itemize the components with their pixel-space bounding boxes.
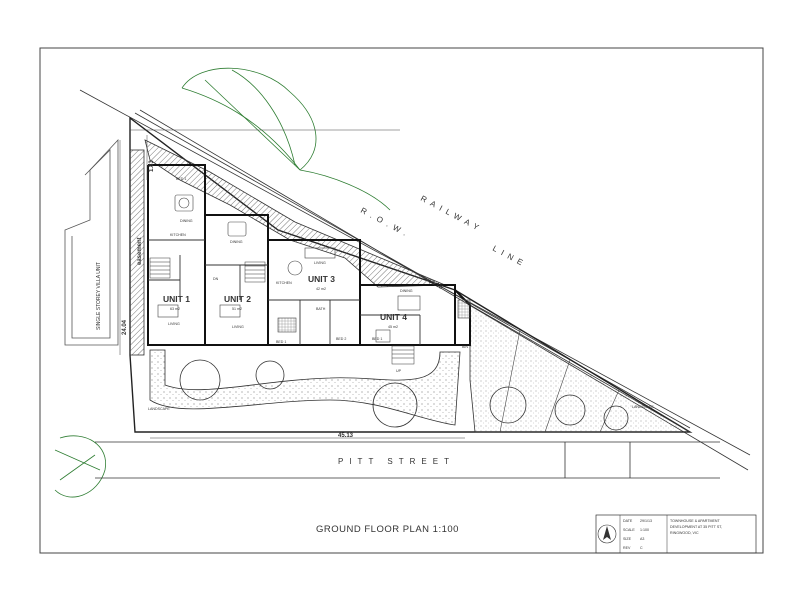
garden-divisions xyxy=(499,329,621,433)
tb-scale-val: 1:100 xyxy=(640,528,649,532)
u3-living: LIVING xyxy=(314,261,326,265)
unit-4-area: 45 m2 xyxy=(388,325,398,329)
street-label: PITT STREET xyxy=(338,457,455,466)
stipple-garden xyxy=(469,304,692,433)
stairs xyxy=(149,257,415,365)
hatched-setback xyxy=(144,139,446,288)
u1-kitchen: KITCHEN xyxy=(170,233,186,237)
tb-scale-key: SCALE xyxy=(623,528,635,532)
dim-right-boundary: 51.18 xyxy=(427,278,444,291)
unit-3-area: 42 m2 xyxy=(316,287,326,291)
unit-2-area: 51 m2 xyxy=(232,307,242,311)
plan-title: GROUND FLOOR PLAN 1:100 xyxy=(316,524,459,535)
u3-bed2: BED 2 xyxy=(336,337,346,341)
unit-3-label: UNIT 3 xyxy=(308,274,335,284)
bin-label: BIN xyxy=(462,345,468,349)
u1-dining: DINING xyxy=(180,219,193,223)
landscape-label-left: LANDSCAPE xyxy=(148,407,170,411)
unit-1-label: UNIT 1 xyxy=(163,294,190,304)
railway-label: RAILWAY xyxy=(419,194,485,235)
north-arrow-icon xyxy=(597,524,617,544)
u3-bath: BATH xyxy=(316,307,326,311)
u4-bed1: BED 1 xyxy=(372,337,382,341)
tb-size-key: SIZE xyxy=(623,537,632,541)
tb-date-val: 29/1/13 xyxy=(640,519,652,523)
interior-walls xyxy=(148,239,421,345)
title-block: DATE 29/1/13 SCALE 1:100 SIZE A3 REV C T… xyxy=(595,514,757,554)
front-trees xyxy=(179,359,629,431)
tree-canopy-top xyxy=(181,67,391,211)
tb-date-key: DATE xyxy=(623,519,633,523)
unit-4-label: UNIT 4 xyxy=(380,312,407,322)
neighbour-villa xyxy=(64,138,119,346)
tb-size-val: A3 xyxy=(640,537,644,541)
front-pathway xyxy=(149,349,461,426)
u2-living: LIVING xyxy=(232,325,244,329)
unit-2-label: UNIT 2 xyxy=(224,294,251,304)
neighbour-label: SINGLE STOREY VILLA UNIT xyxy=(96,262,102,330)
easement-label: easement xyxy=(137,237,143,265)
u3-kitchen: KITCHEN xyxy=(276,281,292,285)
tb-project-1: TOWNHOUSE & APARTMENT xyxy=(670,519,721,523)
tree-bottom-left xyxy=(54,435,106,498)
tb-project-2: DEVELOPMENT AT 35 PITT ST, xyxy=(670,525,722,529)
furniture xyxy=(157,194,471,343)
dimension-lines xyxy=(119,129,465,439)
pitt-street-kerbs xyxy=(95,441,720,479)
u4-dining: DINING xyxy=(400,289,413,293)
line-label: LINE xyxy=(491,244,529,270)
dim-bottom-boundary: 45.13 xyxy=(338,433,354,439)
dim-top-left-vertical: 1.83 xyxy=(149,160,155,172)
dim-left-boundary: 24.04 xyxy=(122,319,128,335)
unit-1-area: 63 m2 xyxy=(170,307,180,311)
up-label: UP xyxy=(396,369,402,373)
u2-dining: DINING xyxy=(230,240,243,244)
u2-dn: DN xyxy=(213,277,219,281)
u3-bed1: BED 1 xyxy=(276,340,286,344)
row-label: R.O.W. xyxy=(359,206,412,240)
tb-rev-key: REV xyxy=(623,546,631,550)
building-walls xyxy=(147,164,471,346)
landscape-label-right: LANDSCAPE xyxy=(632,405,654,409)
u1-living: LIVING xyxy=(168,322,180,326)
sheet-border xyxy=(39,47,764,554)
easement-strip xyxy=(129,149,145,356)
tb-rev-val: C xyxy=(640,546,643,550)
tb-project-3: RINGWOOD, VIC xyxy=(670,531,699,535)
u1-bed1: BED 1 xyxy=(176,177,186,181)
